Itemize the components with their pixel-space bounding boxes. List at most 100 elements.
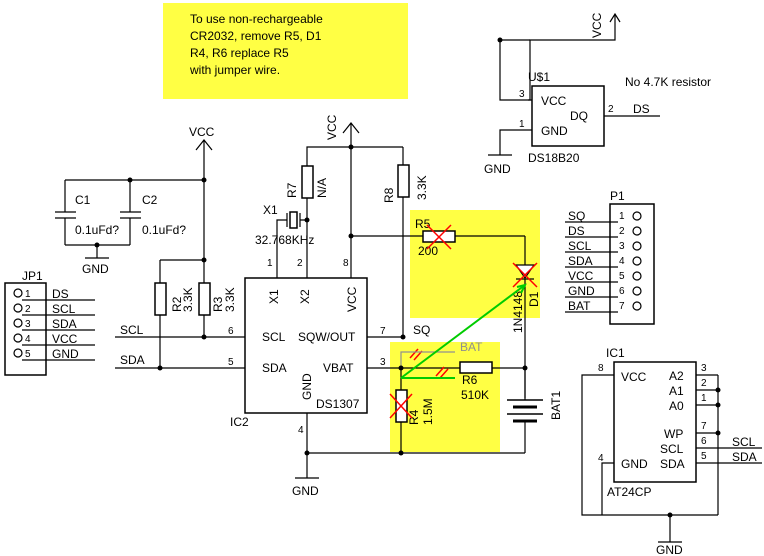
ic1-pin3-num: 3 <box>701 363 707 374</box>
ic1-pin8-num: 8 <box>598 363 604 374</box>
ic1-pin-scl: SCL <box>660 442 684 456</box>
jp1-pins: 1 2 3 4 5 DS SCL SDA VCC GND <box>13 287 95 361</box>
r5-name: R5 <box>415 217 431 231</box>
ic1-pin-vcc: VCC <box>621 370 647 384</box>
u1-gnd-label: GND <box>484 162 511 176</box>
bat1-name: BAT1 <box>549 391 563 420</box>
bat-marker: BAT <box>460 340 483 354</box>
vcc-left: VCC <box>189 125 215 245</box>
note-line-2: CR2032, remove R5, D1 <box>190 29 322 43</box>
cap-gnd-label: GND <box>82 262 109 276</box>
ic2-scl-net: SCL <box>120 323 144 337</box>
ic1-at24cp: IC1 AT24CP VCC GND A2 A1 A0 WP SCL SDA 8… <box>581 346 762 556</box>
r6-body <box>459 361 493 374</box>
p1-pin1-num: 1 <box>619 211 625 222</box>
p1-name: P1 <box>610 189 625 203</box>
ic2-pin4-num: 4 <box>298 425 304 436</box>
r6-value: 510K <box>461 388 489 402</box>
u1-pin-dq: DQ <box>570 109 588 123</box>
ic1-pin-a0: A0 <box>669 399 684 413</box>
removal-note: To use non-rechargeable CR2032, remove R… <box>189 12 323 77</box>
ic2-pin3-num: 3 <box>380 357 386 368</box>
jp1-pin3-num: 3 <box>25 319 31 330</box>
crystal-x1: X1 32.768KHz <box>255 203 314 278</box>
r7-value: N/A <box>315 178 329 198</box>
r3-name: R3 <box>211 296 225 312</box>
gnd-rail: GND <box>292 413 525 498</box>
ic2-gnd-label: GND <box>292 484 319 498</box>
u1-pin2-num: 2 <box>608 104 614 115</box>
p1-pin7-num: 7 <box>619 301 625 312</box>
p1-pin6-label: GND <box>568 284 595 298</box>
u1-body <box>531 85 605 147</box>
jumper-wire <box>400 283 527 379</box>
r5-d1-highlight <box>410 210 540 318</box>
ic1-pin-gnd: GND <box>621 457 648 471</box>
u1-pin-gnd: GND <box>541 124 568 138</box>
d1-diode: D1 1N4148 <box>511 236 541 398</box>
ic2-pin-sqw: SQW/OUT <box>298 330 356 344</box>
ic1-part: AT24CP <box>607 485 651 499</box>
r6-name: R6 <box>462 373 478 387</box>
r2-value: 3.3K <box>181 287 195 312</box>
c2-name: C2 <box>142 193 158 207</box>
ic1-scl-net: SCL <box>732 435 756 449</box>
d1-name: D1 <box>527 291 541 307</box>
r7-name: R7 <box>285 182 299 198</box>
r5-value: 200 <box>418 244 438 258</box>
c1-value: 0.1uFd? <box>75 223 119 237</box>
ic1-pin4-num: 4 <box>598 453 604 464</box>
battery-bat1: BAT1 <box>507 368 563 453</box>
ic2-name: IC2 <box>230 415 249 429</box>
vcc-left-label: VCC <box>189 125 215 139</box>
jp1-pin2-num: 2 <box>25 304 31 315</box>
u1-pin1-num: 1 <box>519 119 525 130</box>
note-line-4: with jumper wire. <box>189 63 280 77</box>
ic2-pin-vcc: VCC <box>345 286 359 312</box>
r5-resistor: R5 200 <box>351 217 525 258</box>
ic2-pin-x2: X2 <box>298 289 312 304</box>
ic1-pin2-num: 2 <box>701 378 707 389</box>
jp1-pin5-num: 5 <box>25 349 31 360</box>
ic2-body <box>244 277 368 414</box>
ic1-pin5-num: 5 <box>701 451 707 462</box>
jp1-header: JP1 1 2 3 4 5 DS SCL SDA VCC GND <box>4 269 95 376</box>
vbat-network: R6 510K R4 1.5M BAT <box>367 340 525 453</box>
ic2-sq-net: SQ <box>413 323 430 337</box>
jp1-pin5-label: GND <box>52 347 79 361</box>
r4-value: 1.5M <box>421 398 435 425</box>
ic1-pin1-num: 1 <box>701 393 707 404</box>
note-highlight <box>163 3 408 99</box>
jp1-pin4-label: VCC <box>52 332 78 346</box>
ic2-pin7-num: 7 <box>380 326 386 337</box>
ic2-pin-vbat: VBAT <box>323 361 354 375</box>
ic2-ds1307: IC2 DS1307 X1 X2 VCC SCL SDA SQW/OUT VBA… <box>228 258 386 436</box>
ic2-pin5-num: 5 <box>228 357 234 368</box>
jp1-name: JP1 <box>22 269 43 283</box>
u1-pin-vcc: VCC <box>541 94 567 108</box>
ic2-pin6-num: 6 <box>228 326 234 337</box>
r6-break-mark <box>409 348 419 359</box>
d1-value: 1N4148 <box>511 291 525 333</box>
ic2-pin1-num: 1 <box>267 258 273 269</box>
note-line-3: R4, R6 replace R5 <box>190 46 289 60</box>
p1-pin4-label: SDA <box>568 254 593 268</box>
p1-pin6-num: 6 <box>619 286 625 297</box>
ic1-pin7-num: 7 <box>701 421 707 432</box>
p1-pin2-label: DS <box>568 224 585 238</box>
ic2-pin8-num: 8 <box>343 258 349 269</box>
r4-name: R4 <box>407 409 421 425</box>
r8-resistor: R8 3.3K SQ <box>367 147 430 338</box>
ic1-pin-wp: WP <box>664 427 683 441</box>
u1-part: DS18B20 <box>528 151 580 165</box>
c2-value: 0.1uFd? <box>142 223 186 237</box>
p1-pin3-num: 3 <box>619 241 625 252</box>
jumper-wire-line <box>400 284 526 379</box>
p1-body <box>609 203 655 325</box>
p1-pin3-label: SCL <box>568 239 592 253</box>
p1-pin1-label: SQ <box>568 209 585 223</box>
jp1-pin2-label: SCL <box>52 302 76 316</box>
r2-name: R2 <box>170 296 184 312</box>
c1-name: C1 <box>75 193 91 207</box>
